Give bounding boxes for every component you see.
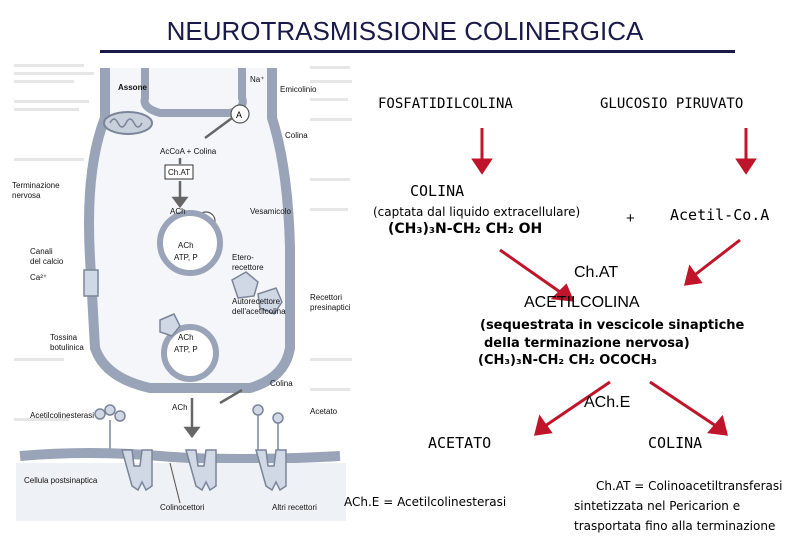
svg-text:Recettori: Recettori xyxy=(310,293,342,302)
calcium-channel xyxy=(83,269,99,297)
label-colina: COLINA xyxy=(410,182,465,200)
svg-text:Ca²⁺: Ca²⁺ xyxy=(30,273,47,282)
autoreceptor xyxy=(159,313,181,337)
label-ache: ACh.E xyxy=(584,394,631,411)
svg-text:ATP, P: ATP, P xyxy=(174,253,198,262)
svg-text:Canali: Canali xyxy=(30,247,53,256)
label-acetato: ACETATO xyxy=(428,434,492,452)
svg-text:Colinocettori: Colinocettori xyxy=(160,503,205,512)
svg-text:ACh: ACh xyxy=(170,207,186,216)
plus-sign: + xyxy=(626,210,635,227)
arrow-acetilcoa-chat xyxy=(695,238,741,276)
svg-text:del calcio: del calcio xyxy=(30,257,64,266)
svg-text:ACh: ACh xyxy=(178,333,194,342)
label-colina-end: COLINA xyxy=(648,434,703,452)
svg-text:Colina: Colina xyxy=(285,131,308,140)
svg-text:recettore: recettore xyxy=(232,263,264,272)
synapse-figure: A B Assone xyxy=(12,64,352,521)
axon-inner xyxy=(140,68,247,117)
presynaptic-receptor xyxy=(257,287,283,315)
svg-text:Ch.AT: Ch.AT xyxy=(168,168,190,177)
svg-text:ATP, P: ATP, P xyxy=(174,345,198,354)
formula-colina: (CH₃)₃N-CH₂ CH₂ OH xyxy=(388,221,543,237)
definition-chat-1: Ch.AT = Colinoacetiltransferasi xyxy=(596,479,783,493)
label-captata: (captata dal liquido extracellulare) xyxy=(373,205,581,219)
arrow-ach-acetato xyxy=(544,380,611,428)
definition-chat-2: sintetizzata nel Pericarion e xyxy=(574,499,741,513)
svg-text:Altri recettori: Altri recettori xyxy=(272,503,317,512)
label-chat: Ch.AT xyxy=(574,264,619,281)
choline-uptake xyxy=(252,404,284,450)
label-acetilcolina: ACETILCOLINA xyxy=(524,294,640,311)
heteroreceptor xyxy=(231,271,259,299)
figure-arrows xyxy=(171,116,243,439)
svg-text:Acetilcolinesterasi: Acetilcolinesterasi xyxy=(30,411,94,420)
definition-ache: ACh.E = Acetilcolinesterasi xyxy=(344,495,507,509)
vesicle xyxy=(157,210,223,276)
scheme-arrows xyxy=(471,128,757,436)
figure-labels: Assone Na⁺ Emicolinio Colina AcCoA + Col… xyxy=(12,75,351,512)
acetylcholinesterase-enzyme xyxy=(94,404,126,450)
svg-text:presinaptici: presinaptici xyxy=(310,303,351,312)
chat-box xyxy=(164,164,194,180)
svg-text:Colina: Colina xyxy=(270,379,293,388)
cholinoceptors xyxy=(121,449,287,492)
background-text xyxy=(14,64,352,421)
mitochondrion xyxy=(103,111,153,135)
svg-text:ACh: ACh xyxy=(172,403,188,412)
svg-text:Assone: Assone xyxy=(118,83,147,92)
arrow-colina-chat xyxy=(499,248,561,294)
label-fosfatidilcolina: FOSFATIDILCOLINA xyxy=(378,96,513,112)
label-glucosio-piruvato: GLUCOSIO PIRUVATO xyxy=(600,96,744,112)
svg-text:botulinica: botulinica xyxy=(50,343,84,352)
formula-acetilcolina: (CH₃)₃N-CH₂ CH₂ OCOCH₃ xyxy=(478,353,658,368)
label-sequestrata-2: della terminazione nervosa) xyxy=(484,336,690,351)
svg-text:dell'acetilcolina: dell'acetilcolina xyxy=(232,307,286,316)
svg-text:Emicolinio: Emicolinio xyxy=(280,85,317,94)
svg-text:A: A xyxy=(236,110,242,120)
transporter-a: A xyxy=(230,104,250,124)
svg-text:Tossina: Tossina xyxy=(50,333,78,342)
svg-text:Vesamicolo: Vesamicolo xyxy=(250,207,291,216)
page-title: NEUROTRASMISSIONE COLINERGICA xyxy=(166,16,644,46)
svg-text:nervosa: nervosa xyxy=(12,191,41,200)
title-underline xyxy=(100,50,735,53)
arrow-ach-colina xyxy=(649,380,717,428)
svg-text:Terminazione: Terminazione xyxy=(12,181,60,190)
svg-text:Etero-: Etero- xyxy=(232,253,254,262)
svg-text:Cellula postsinaptica: Cellula postsinaptica xyxy=(24,476,98,485)
svg-text:Na⁺: Na⁺ xyxy=(250,75,264,84)
label-acetil-coa: Acetil-Co.A xyxy=(670,206,770,224)
svg-text:Autorecettore: Autorecettore xyxy=(232,297,281,306)
postsynaptic-cell xyxy=(16,463,346,521)
definition-chat-3: trasportata fino alla terminazione xyxy=(574,519,776,533)
svg-text:AcCoA + Colina: AcCoA + Colina xyxy=(160,147,217,156)
svg-text:ACh: ACh xyxy=(178,241,194,250)
postsynaptic-membrane xyxy=(19,448,341,464)
label-sequestrata-1: (sequestrata in vescicole sinaptiche xyxy=(480,318,745,333)
svg-text:Acetato: Acetato xyxy=(310,407,338,416)
vesicle-fusing xyxy=(161,324,219,382)
